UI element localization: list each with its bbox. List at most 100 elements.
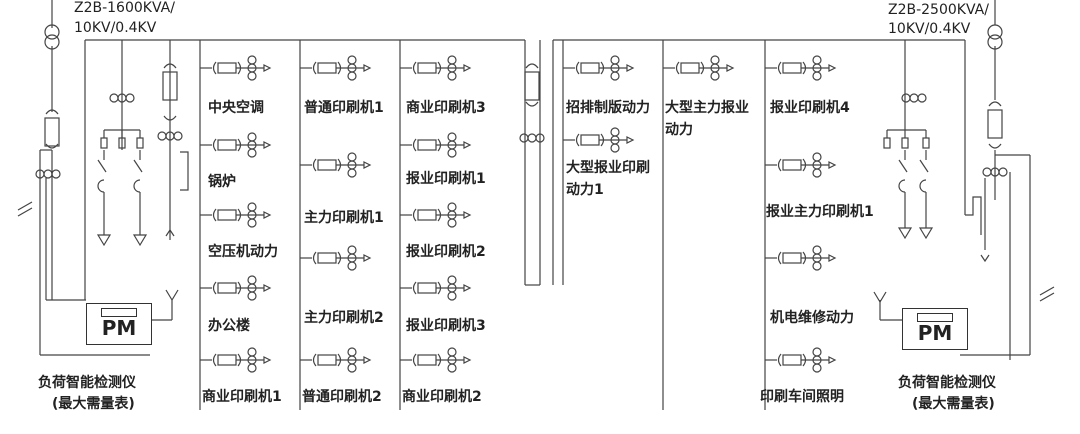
breaker-icon [317, 252, 337, 264]
breaker-contact-icon [777, 353, 782, 367]
feeder-breaker-symbol [400, 275, 472, 301]
surge-arrester-icon [132, 234, 148, 247]
breaker-contact-icon [212, 353, 217, 367]
switch-icon [97, 159, 107, 173]
pm-label: PM [917, 321, 953, 345]
feeder-label: 商业印刷机2 [402, 389, 482, 405]
switch-icon [898, 179, 906, 193]
current-transformer-icon [812, 261, 822, 271]
breaker-contact-icon [212, 61, 217, 75]
breaker-contact-icon [988, 101, 1002, 107]
pm-meter-right: PM [902, 308, 968, 350]
breaker-contact-icon [312, 61, 317, 75]
feeder-label: 动力1 [566, 182, 604, 198]
current-transformer-icon [812, 245, 822, 255]
current-transformer-icon [447, 363, 457, 373]
breaker-contact-icon [312, 158, 317, 172]
switch-icon [898, 159, 908, 173]
current-transformer-icon [347, 261, 357, 271]
feeder-breaker-symbol [765, 152, 837, 178]
arrow-icon [980, 254, 990, 263]
feeder-breaker-symbol [200, 132, 272, 158]
arrow-icon [363, 254, 372, 262]
feeder-label: 报业印刷机1 [406, 171, 486, 187]
current-transformer-icon [173, 131, 183, 141]
feeder-label: 办公楼 [208, 318, 250, 334]
breaker-contact-icon [45, 109, 59, 115]
breaker-icon [217, 209, 237, 221]
feeder-label: 主力印刷机2 [304, 310, 384, 326]
feeder-breaker-symbol [663, 55, 735, 81]
current-transformer-icon [610, 143, 620, 153]
fuse-icon [883, 137, 891, 149]
breaker-contact-icon [212, 281, 217, 295]
arrow-icon [463, 356, 472, 364]
feeder-label: 大型主力报业 [665, 100, 749, 116]
current-transformer-icon [347, 245, 357, 255]
feeder-label: 报业主力印刷机1 [766, 204, 874, 220]
arrow-icon [463, 211, 472, 219]
feeder-label: 机电维修动力 [770, 310, 854, 326]
feeder-breaker-symbol [200, 275, 272, 301]
breaker-icon [680, 62, 700, 74]
arrow-icon [463, 141, 472, 149]
current-transformer-icon [347, 152, 357, 162]
breaker-icon [217, 282, 237, 294]
current-transformer-icon [347, 55, 357, 65]
current-transformer-icon [347, 71, 357, 81]
feeder-label: 普通印刷机1 [304, 100, 384, 116]
feeder-breaker-symbol [300, 347, 372, 373]
arrow-icon [165, 228, 175, 237]
breaker-contact-icon [575, 61, 580, 75]
current-transformer-icon [710, 55, 720, 65]
meter-left-note: (最大需量表) [52, 396, 135, 412]
arrow-icon [626, 136, 635, 144]
current-transformer-icon [247, 363, 257, 373]
breaker-icon [580, 134, 600, 146]
current-transformer-icon [447, 71, 457, 81]
breaker-contact-icon [675, 61, 680, 75]
breaker-icon [782, 354, 802, 366]
current-transformer-icon [447, 148, 457, 158]
pm-label: PM [101, 316, 137, 340]
breaker-icon [417, 354, 437, 366]
breaker-contact-icon [575, 133, 580, 147]
current-transformer-icon [247, 148, 257, 158]
current-transformer-icon [519, 133, 529, 143]
current-transformer-icon [125, 93, 135, 103]
arrow-icon [263, 211, 272, 219]
feeder-label: 主力印刷机1 [304, 210, 384, 226]
breaker-icon [317, 159, 337, 171]
current-transformer-icon [812, 152, 822, 162]
current-transformer-icon [710, 71, 720, 81]
current-transformer-icon [447, 132, 457, 142]
transformer-left-model: Z2B-1600KVA/ [74, 0, 175, 16]
breaker-contact-icon [777, 61, 782, 75]
current-transformer-icon [247, 71, 257, 81]
current-transformer-icon [247, 55, 257, 65]
fuse-icon [118, 137, 126, 149]
breaker-icon [782, 62, 802, 74]
breaker-icon [782, 252, 802, 264]
feeder-breaker-symbol [200, 55, 272, 81]
feeder-breaker-symbol [400, 55, 472, 81]
current-transformer-icon [610, 127, 620, 137]
arrow-icon [263, 356, 272, 364]
breaker-icon [162, 71, 178, 101]
breaker-contact-icon [163, 63, 177, 69]
current-transformer-icon [610, 71, 620, 81]
hatch-icon [17, 201, 33, 217]
current-transformer-icon [247, 275, 257, 285]
arrow-icon [828, 356, 837, 364]
breaker-icon [524, 71, 540, 101]
surge-arrester-icon [918, 227, 934, 240]
breaker-contact-icon [212, 208, 217, 222]
breaker-contact-icon [525, 63, 539, 69]
breaker-contact-icon [163, 115, 177, 121]
current-transformer-icon [527, 133, 537, 143]
surge-arrester-icon [96, 234, 112, 247]
arrow-icon [828, 64, 837, 72]
feeder-breaker-symbol [400, 347, 472, 373]
